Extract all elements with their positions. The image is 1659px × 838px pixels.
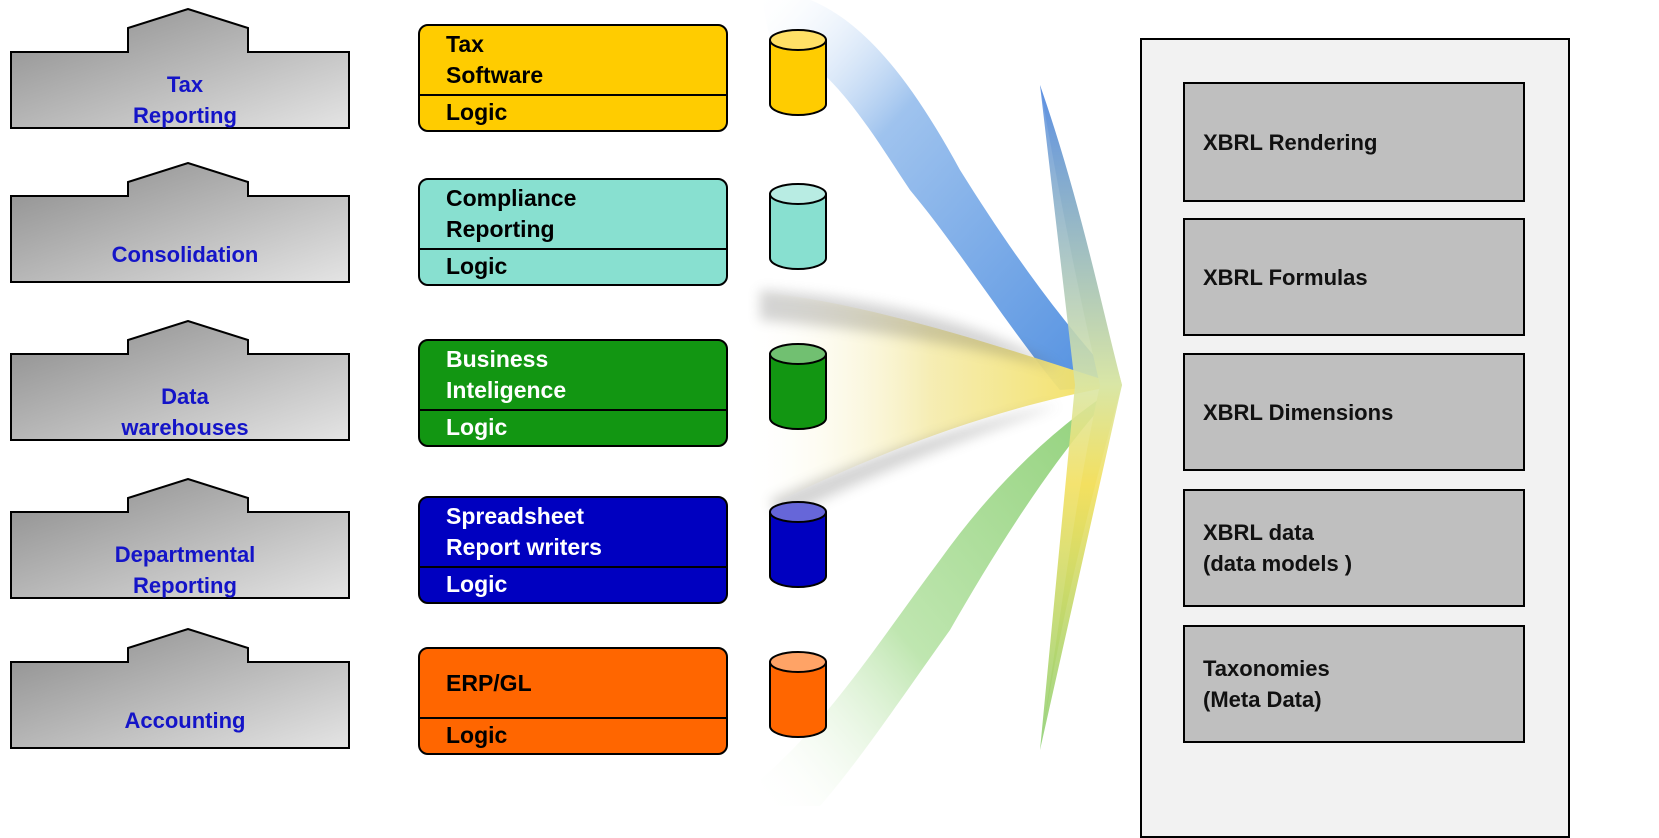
source-label-line: Reporting: [133, 573, 237, 598]
app-erp-gl: ERP/GL Logic: [418, 647, 728, 755]
source-label-line: Accounting: [124, 707, 246, 733]
xbrl-layer-label: XBRL Formulas: [1203, 264, 1368, 290]
database-cylinder-icon: [769, 343, 827, 430]
source-label-line: Consolidation: [111, 241, 259, 267]
database-cylinder-icon: [769, 501, 827, 588]
xbrl-layer-label: XBRL data: [1203, 520, 1314, 545]
cylinder-body: [769, 662, 827, 738]
building-shape: [10, 320, 350, 441]
xbrl-layer-label: XBRL Rendering: [1203, 129, 1378, 155]
app-title-line: Reporting: [446, 216, 555, 242]
source-consolidation: Consolidation: [10, 162, 350, 294]
cylinder-body: [769, 194, 827, 270]
building-shape: [10, 162, 350, 283]
database-cylinder-icon: [769, 651, 827, 738]
app-title-line: Spreadsheet: [446, 503, 585, 529]
xbrl-layer-data: XBRL data (data models ): [1183, 489, 1525, 607]
cylinder-top: [769, 29, 827, 51]
cylinder-top: [769, 183, 827, 205]
source-label: Accounting: [20, 684, 350, 756]
source-label: Tax Reporting: [20, 64, 350, 136]
app-title-line: Compliance: [446, 185, 577, 211]
app-title: Tax Software: [420, 26, 726, 96]
xbrl-layer-label: (Meta Data): [1203, 687, 1322, 712]
source-accounting: Accounting: [10, 628, 350, 760]
app-logic-label: Logic: [446, 571, 508, 597]
xbrl-layer-label: (data models ): [1203, 551, 1353, 576]
app-title-line: ERP/GL: [446, 669, 532, 696]
app-title: ERP/GL: [420, 649, 726, 719]
xbrl-layer-rendering: XBRL Rendering: [1183, 82, 1525, 202]
cylinder-top: [769, 651, 827, 673]
arrow-band-top: [762, 0, 1120, 390]
app-compliance-reporting: Compliance Reporting Logic: [418, 178, 728, 286]
source-label: Departmental Reporting: [20, 534, 350, 606]
database-cylinder-icon: [769, 183, 827, 270]
app-title-line: Report writers: [446, 534, 602, 560]
xbrl-layer-taxonomies: Taxonomies (Meta Data): [1183, 625, 1525, 743]
app-title: Spreadsheet Report writers: [420, 498, 726, 568]
arrow-head: [1040, 85, 1122, 750]
xbrl-layer-formulas: XBRL Formulas: [1183, 218, 1525, 336]
cylinder-body: [769, 512, 827, 588]
source-label-line: Reporting: [133, 103, 237, 128]
cylinder-top: [769, 343, 827, 365]
source-data-warehouses: Data warehouses: [10, 320, 350, 452]
database-cylinder-icon: [769, 29, 827, 116]
source-label-line: warehouses: [121, 415, 249, 440]
xbrl-layer-dimensions: XBRL Dimensions: [1183, 353, 1525, 471]
app-logic-label: Logic: [446, 99, 508, 125]
app-logic-label: Logic: [446, 414, 508, 440]
app-business-inteligence: Business Inteligence Logic: [418, 339, 728, 447]
source-tax-reporting: Tax Reporting: [10, 8, 350, 140]
app-title: Business Inteligence: [420, 341, 726, 411]
building-shape: [10, 8, 350, 129]
xbrl-layer-label: XBRL Dimensions: [1203, 399, 1394, 425]
cylinder-top: [769, 501, 827, 523]
building-shape: [10, 478, 350, 599]
cylinder-body: [769, 354, 827, 430]
app-title-line: Software: [446, 62, 544, 88]
source-label: Consolidation: [20, 218, 350, 290]
cylinder-body: [769, 40, 827, 116]
app-title-line: Tax: [446, 31, 484, 57]
app-title-line: Business: [446, 346, 549, 372]
xbrl-layer-label: Taxonomies: [1203, 656, 1330, 681]
source-departmental-reporting: Departmental Reporting: [10, 478, 350, 610]
app-spreadsheet-report-writers: Spreadsheet Report writers Logic: [418, 496, 728, 604]
app-logic-label: Logic: [446, 253, 508, 279]
app-tax-software: Tax Software Logic: [418, 24, 728, 132]
source-label-line: Departmental: [114, 542, 256, 567]
app-logic-label: Logic: [446, 722, 508, 748]
source-label-line: Tax: [166, 72, 204, 97]
building-shape: [10, 628, 350, 749]
converging-arrows: [740, 0, 1122, 806]
app-title-line: Inteligence: [446, 377, 567, 403]
source-label: Data warehouses: [20, 376, 350, 448]
app-title: Compliance Reporting: [420, 180, 726, 250]
arrow-band-bottom: [760, 385, 1120, 806]
source-label-line: Data: [161, 384, 209, 409]
